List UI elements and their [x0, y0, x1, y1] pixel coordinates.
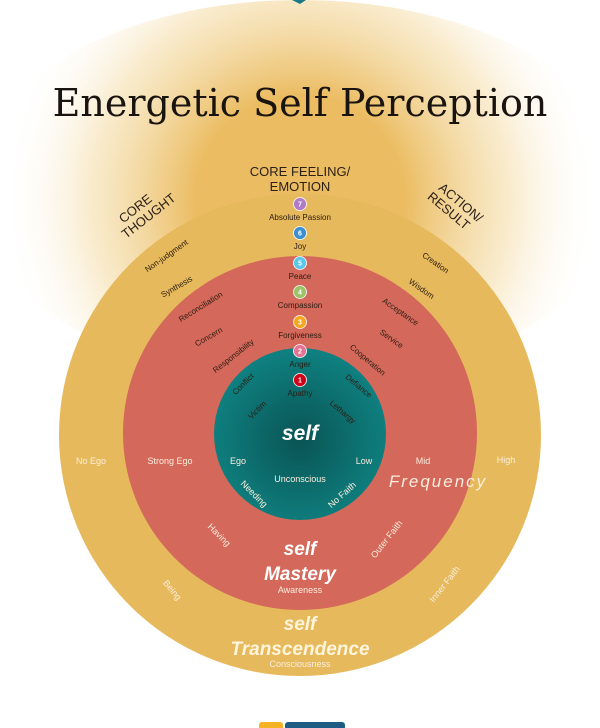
ego-strong: Strong Ego — [147, 456, 192, 466]
page-title: Energetic Self Perception — [53, 81, 548, 125]
level-badge-5 — [293, 256, 307, 270]
level-label: Anger — [289, 360, 311, 369]
level-badge-7 — [293, 197, 307, 211]
logo-bar-blue — [285, 722, 345, 728]
level-number: 7 — [298, 202, 302, 209]
level-label: Apathy — [288, 389, 313, 398]
header-core-feeling-2: EMOTION — [270, 179, 331, 194]
level-number: 4 — [298, 290, 302, 297]
header-core-feeling-1: CORE FEELING/ — [250, 164, 351, 179]
level-badge-2 — [293, 344, 307, 358]
frequency-low: Low — [356, 456, 373, 466]
level-label: Absolute Passion — [269, 213, 331, 222]
inner-circle-self — [214, 348, 386, 520]
mastery-label: Mastery — [264, 564, 337, 585]
transcendence-self-label: self — [284, 614, 318, 635]
level-badge-4 — [293, 285, 307, 299]
level-number: 1 — [298, 378, 302, 385]
ego-none: No Ego — [76, 456, 106, 466]
level-number: 6 — [298, 231, 302, 238]
frequency-high: High — [497, 455, 516, 465]
level-number: 3 — [298, 320, 302, 327]
frequency-mid: Mid — [416, 456, 431, 466]
level-number: 5 — [298, 261, 302, 268]
logo-bar-yellow — [259, 722, 283, 728]
level-label: Forgiveness — [278, 331, 322, 340]
level-label: Peace — [289, 272, 312, 281]
ego-inner: Ego — [230, 456, 246, 466]
frequency-label: Frequency — [389, 472, 487, 491]
transcendence-label: Transcendence — [230, 639, 369, 660]
mastery-self-label: self — [284, 539, 318, 560]
level-badge-6 — [293, 226, 307, 240]
level-badge-1 — [293, 373, 307, 387]
inner-self-label: self — [282, 422, 320, 445]
level-badge-3 — [293, 315, 307, 329]
level-label: Compassion — [278, 301, 322, 310]
transcendence-state-label: Consciousness — [269, 659, 331, 669]
level-label: Joy — [294, 242, 306, 251]
mastery-state-label: Awareness — [278, 585, 323, 595]
inner-state-label: Unconscious — [274, 474, 326, 484]
level-number: 2 — [298, 349, 302, 356]
logo-fragment-top — [292, 0, 306, 4]
